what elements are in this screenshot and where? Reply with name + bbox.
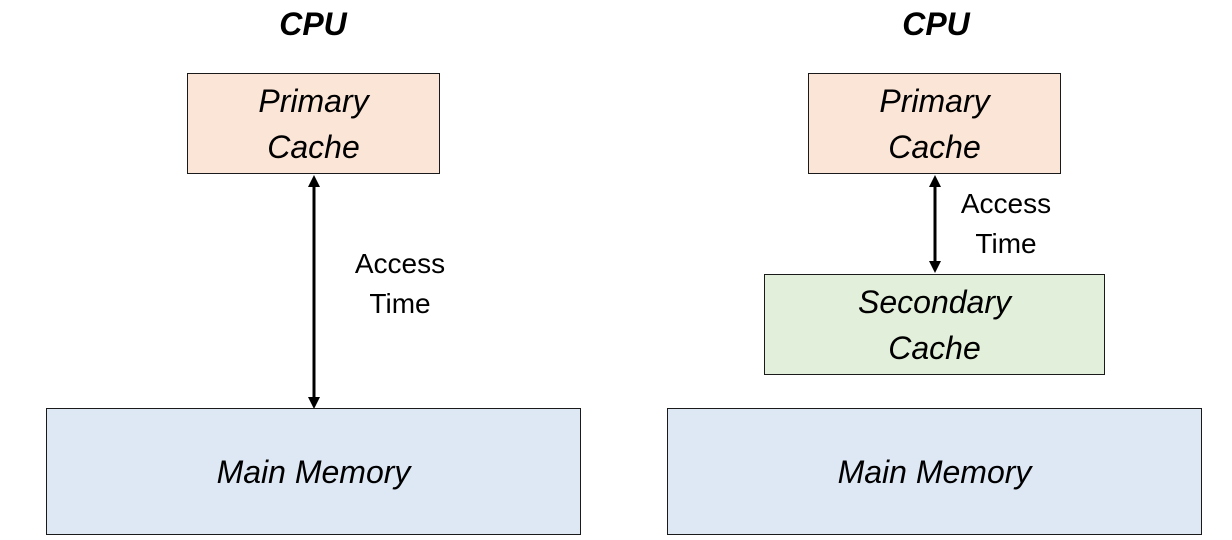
access-time-line2: Time <box>369 288 431 319</box>
secondary-cache-label-line1: Secondary <box>858 283 1011 320</box>
primary-cache-label-line2: Cache <box>888 128 981 165</box>
primary-cache-label-line1: Primary <box>258 82 369 119</box>
access-time-arrow <box>929 175 941 273</box>
primary-cache-label-line2: Cache <box>267 128 360 165</box>
access-time-arrow <box>308 175 320 409</box>
diagram-right-with-secondary: CPU Primary Cache Access Time Secondary … <box>616 0 1232 540</box>
main-memory-box: Main Memory <box>667 408 1202 535</box>
access-time-line2: Time <box>975 228 1037 259</box>
access-time-line1: Access <box>354 248 446 279</box>
access-time-label: Access Time <box>946 184 1066 264</box>
cpu-label: CPU <box>279 6 347 42</box>
access-time-label: Access Time <box>340 244 460 324</box>
secondary-cache-box: Secondary Cache <box>764 274 1105 375</box>
cpu-label: CPU <box>902 6 970 42</box>
primary-cache-box: Primary Cache <box>187 73 440 174</box>
main-memory-label: Main Memory <box>216 453 411 490</box>
main-memory-box: Main Memory <box>46 408 581 535</box>
primary-cache-box: Primary Cache <box>808 73 1061 174</box>
main-memory-label: Main Memory <box>837 453 1032 490</box>
diagram-left-primary-only: CPU Primary Cache Access Time Main Memor… <box>46 6 581 535</box>
primary-cache-label-line1: Primary <box>879 82 990 119</box>
access-time-line1: Access <box>960 188 1052 219</box>
secondary-cache-label-line2: Cache <box>888 329 981 366</box>
